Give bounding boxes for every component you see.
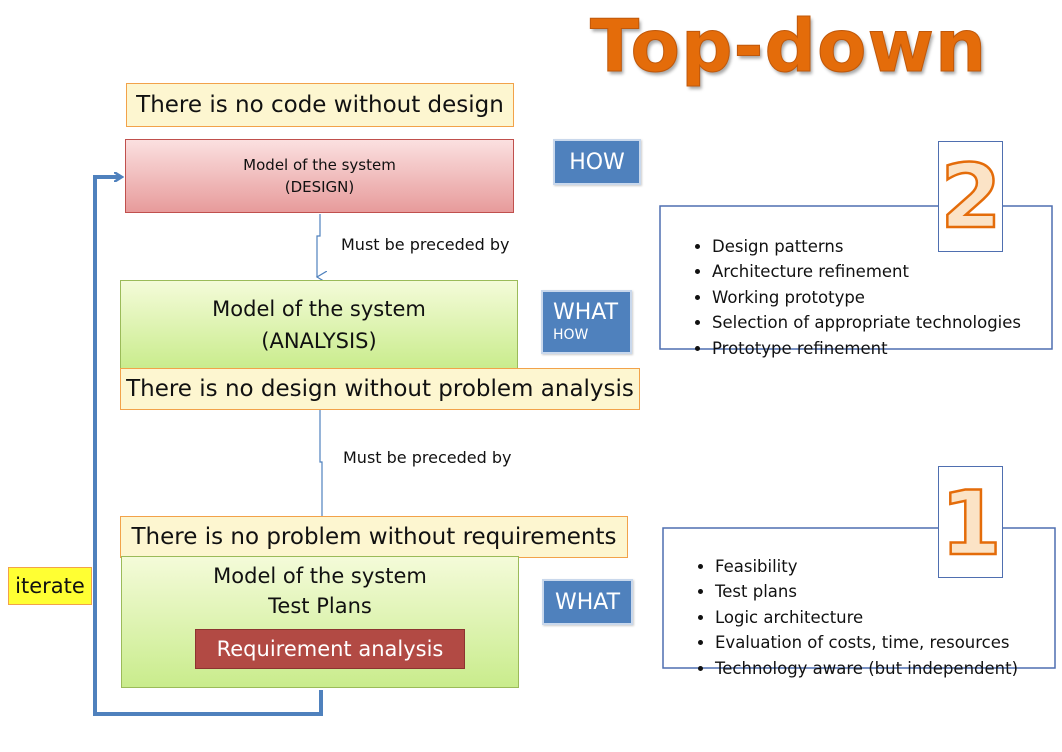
phase1-item: Technology aware (but independent) <box>715 656 1050 682</box>
phase1-list-box: Feasibility Test plans Logic architectur… <box>675 537 1050 678</box>
phase2-item: Prototype refinement <box>712 336 1042 362</box>
phase2-item: Selection of appropriate technologies <box>712 310 1042 336</box>
requirement-analysis-tag: Requirement analysis <box>195 629 465 669</box>
phase1-connector <box>662 527 1056 669</box>
requirements-model-line2: Test Plans <box>268 594 372 618</box>
phase2-list-box: Design patterns Architecture refinement … <box>672 217 1042 358</box>
phase1-number-badge: 1 <box>938 466 1003 578</box>
phase1-item: Logic architecture <box>715 605 1050 631</box>
what-how-tag-main: WHAT <box>553 300 619 325</box>
note-no-problem-without-requirements: There is no problem without requirements <box>120 516 628 558</box>
phase1-list: Feasibility Test plans Logic architectur… <box>675 554 1050 682</box>
design-model-line2: (DESIGN) <box>284 178 355 196</box>
phase2-number-badge: 2 <box>938 141 1003 252</box>
iterate-label: iterate <box>8 567 92 605</box>
edge-label-upper: Must be preceded by <box>341 235 510 254</box>
design-model-line1: Model of the system <box>243 156 396 174</box>
phase2-item: Working prototype <box>712 285 1042 311</box>
requirements-model-line1: Model of the system <box>213 564 427 588</box>
phase1-item: Test plans <box>715 579 1050 605</box>
analysis-model-line2: (ANALYSIS) <box>261 329 377 353</box>
phase1-number: 1 <box>941 472 1001 572</box>
connector-analysis-to-requirements <box>319 410 323 516</box>
what-how-tag-sub: HOW <box>553 327 589 343</box>
phase1-item: Feasibility <box>715 554 1050 580</box>
what-tag-label: WHAT <box>554 589 621 615</box>
analysis-model-box: Model of the system (ANALYSIS) <box>120 280 518 370</box>
what-how-tag: WHAT HOW <box>541 290 632 354</box>
what-tag: WHAT <box>542 579 633 625</box>
phase1-number-glyph: 1 <box>941 472 1001 572</box>
edge-label-lower: Must be preceded by <box>343 448 512 467</box>
iterate-loop-arrow <box>93 177 323 716</box>
phase2-list: Design patterns Architecture refinement … <box>672 234 1042 362</box>
phase2-connector <box>659 205 1053 350</box>
analysis-model-line1: Model of the system <box>212 297 426 321</box>
note-no-design-without-analysis: There is no design without problem analy… <box>120 368 640 410</box>
page-title: Top-down <box>590 4 988 89</box>
note-no-code-without-design: There is no code without design <box>126 83 514 127</box>
phase2-item: Design patterns <box>712 234 1042 260</box>
design-model-box: Model of the system (DESIGN) <box>125 139 514 213</box>
phase1-item: Evaluation of costs, time, resources <box>715 630 1050 656</box>
how-tag-label: HOW <box>569 149 625 175</box>
requirements-model-box: Model of the system Test Plans <box>121 556 519 688</box>
phase2-number: 2 <box>941 147 1001 247</box>
arrow-analysis-to-design <box>317 214 320 277</box>
how-tag: HOW <box>553 139 641 185</box>
phase2-item: Architecture refinement <box>712 259 1042 285</box>
phase2-number-glyph: 2 <box>941 147 1001 247</box>
